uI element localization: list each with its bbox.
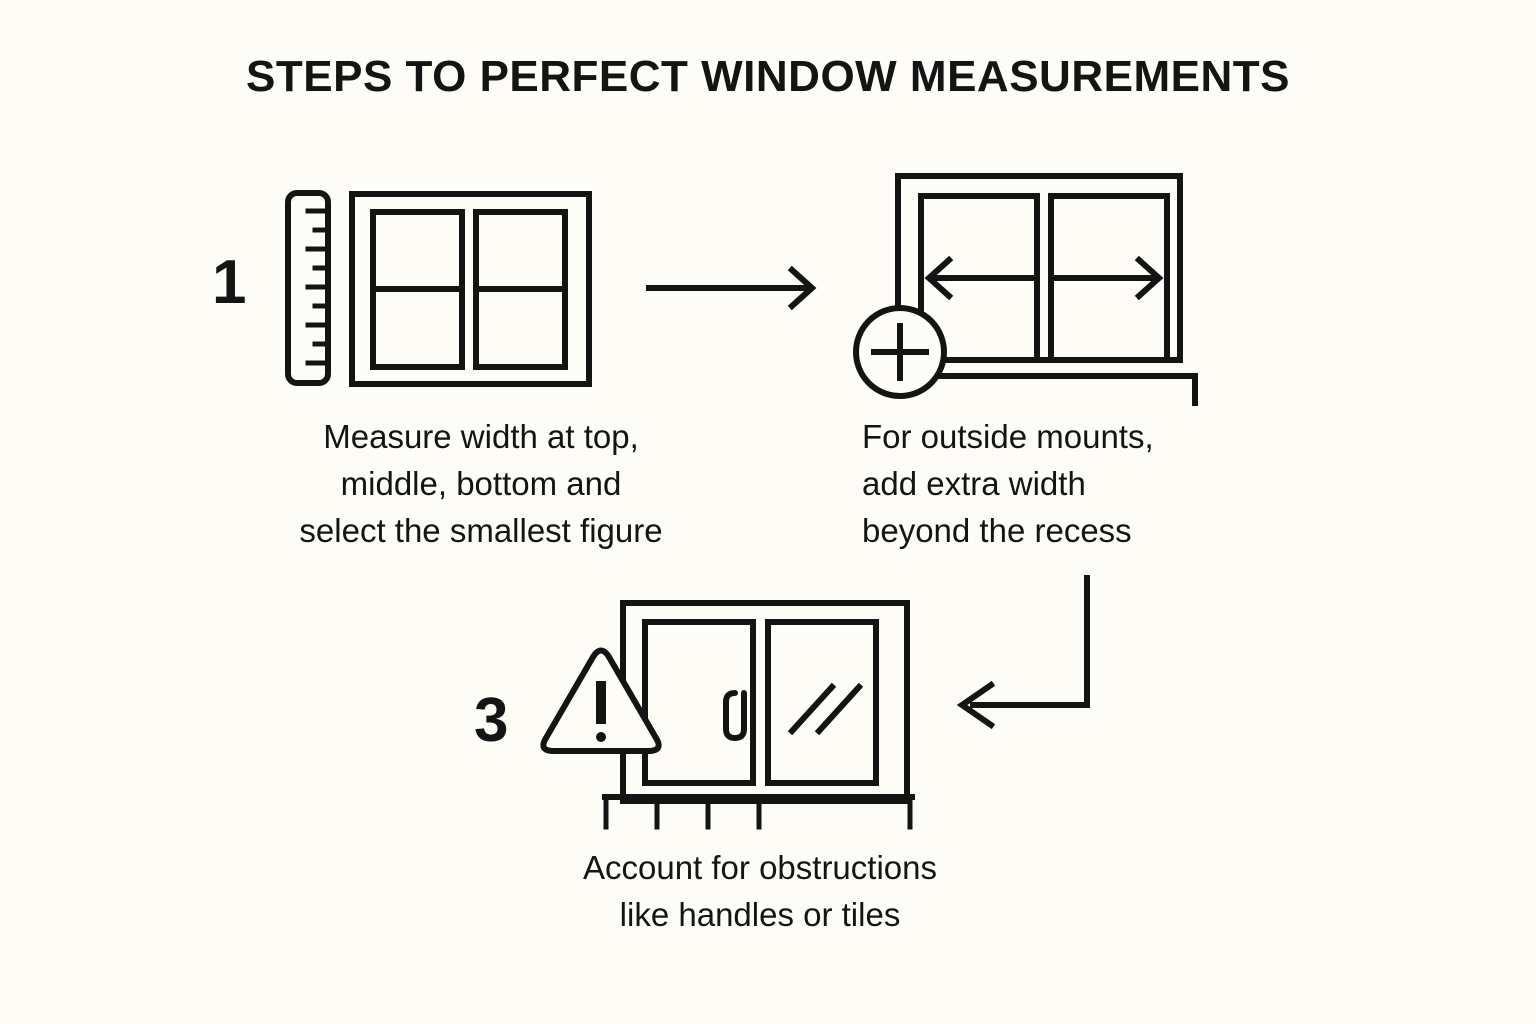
step-2-caption: For outside mounts, add extra width beyo…: [862, 418, 1154, 549]
arrow-step2-to-step3-icon: [956, 575, 1090, 730]
step-3-illustration: [540, 600, 915, 830]
step-3-number: 3: [474, 686, 509, 755]
ruler-icon: [285, 190, 331, 386]
step-1-caption: Measure width at top, middle, bottom and…: [299, 418, 663, 549]
page-title: STEPS TO PERFECT WINDOW MEASUREMENTS: [246, 52, 1290, 101]
arrow-step1-to-step2-icon: [646, 265, 817, 311]
step-3-caption: Account for obstructions like handles or…: [582, 849, 937, 933]
step-2-illustration: [853, 173, 1198, 406]
step-1-number: 1: [212, 248, 247, 317]
window-four-pane-icon: [349, 191, 592, 387]
